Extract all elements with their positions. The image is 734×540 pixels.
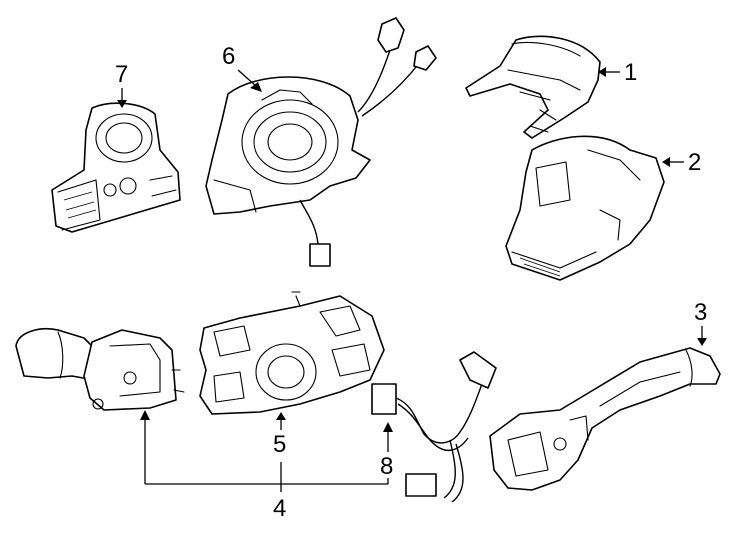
part-2-lower-cover[interactable] [505,135,665,281]
arrow-1 [598,67,606,77]
part-1-upper-cover[interactable] [465,35,601,139]
part-3-wiper-lever[interactable] [489,347,721,491]
part-7-steering-sensor[interactable] [51,102,181,233]
part-8-wire-harness[interactable] [371,351,497,503]
callout-8: 8 [380,453,393,480]
callout-2: 2 [688,149,701,176]
arrow-3 [697,338,707,346]
callout-3: 3 [694,299,707,326]
arrow-5 [276,412,286,420]
part-4-turn-signal-lever[interactable] [15,328,185,411]
part-5-switch-housing[interactable] [199,291,385,415]
part-6-clock-spring[interactable] [205,17,437,267]
arrow-2 [662,157,670,167]
callout-1: 1 [624,59,637,86]
bracket-4 [140,410,389,492]
callout-7: 7 [115,61,128,88]
callout-4: 4 [273,495,286,522]
leader-6 [237,69,257,87]
arrow-7 [117,100,127,108]
arrow-6 [250,82,262,92]
arrow-8 [383,422,393,432]
callout-6: 6 [222,43,235,70]
callout-5: 5 [273,431,286,458]
